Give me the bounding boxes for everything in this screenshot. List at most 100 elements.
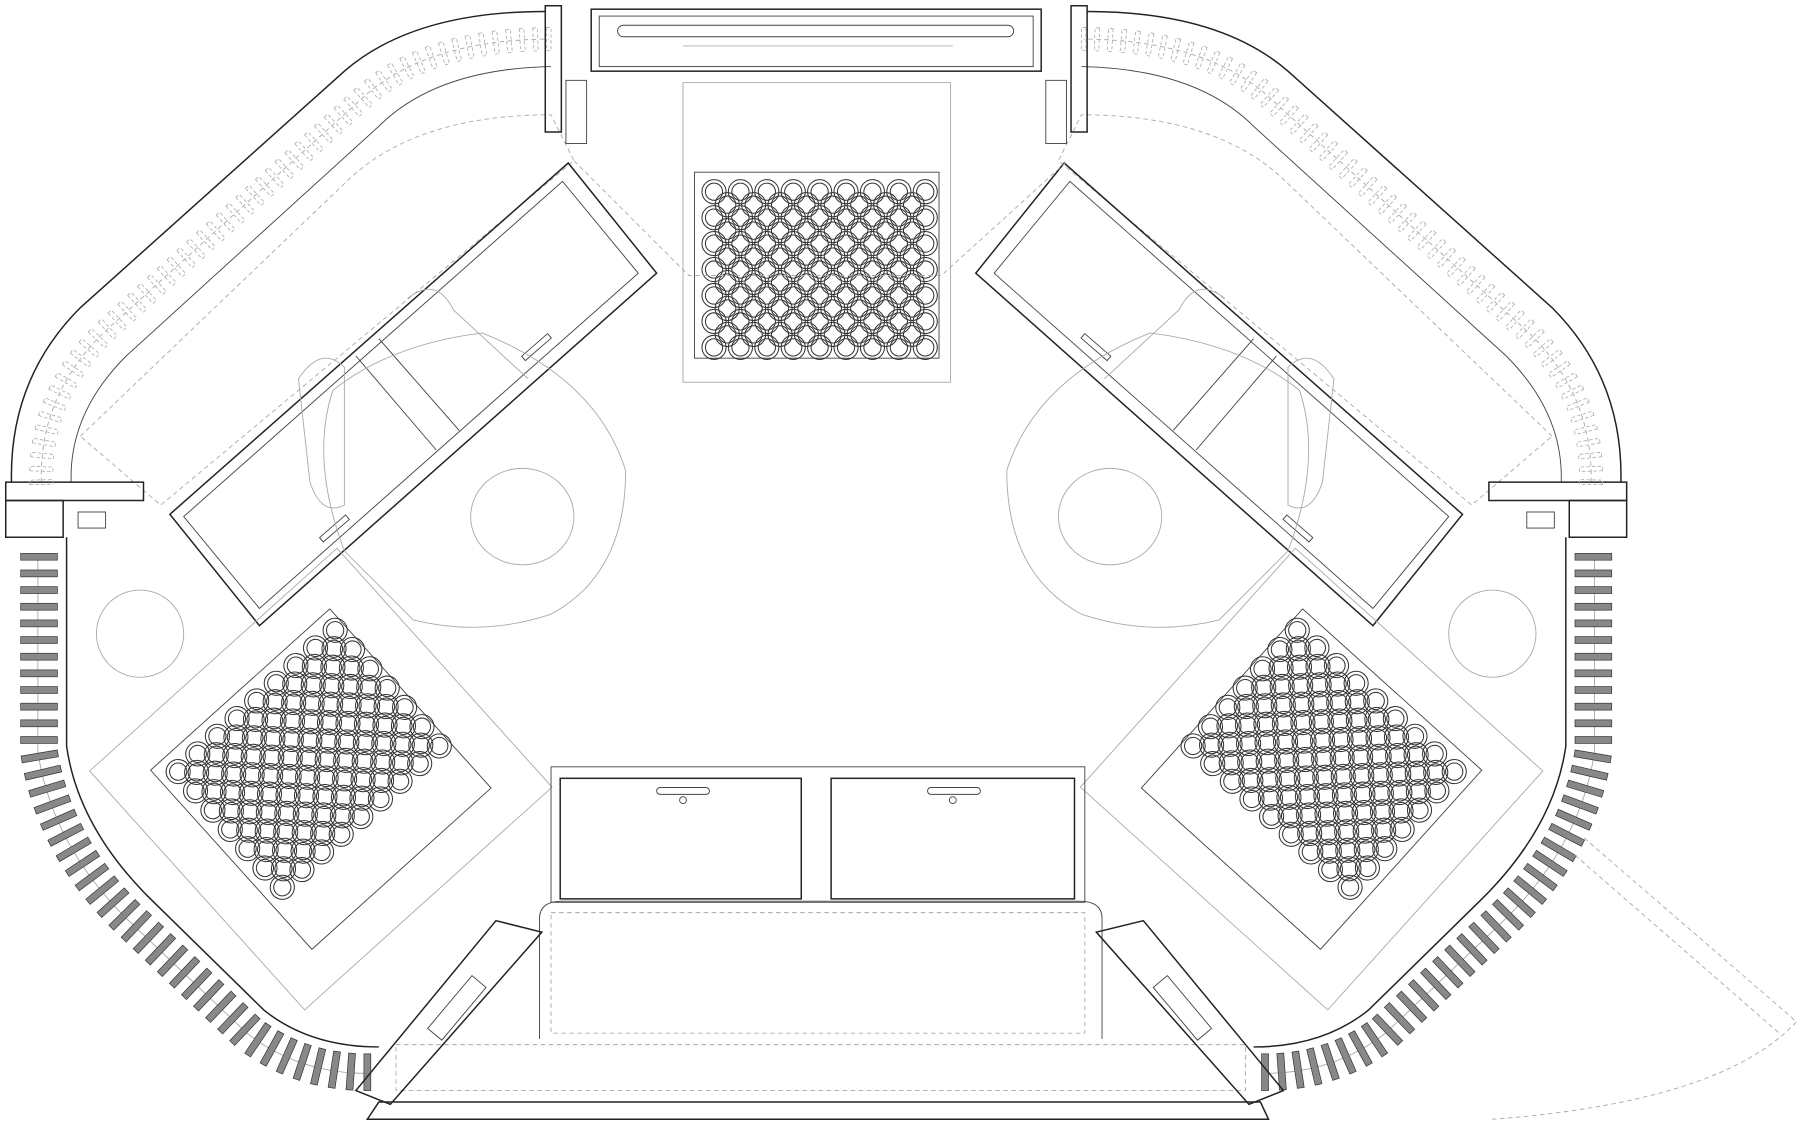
fan-cell (305, 657, 324, 676)
fan-cell (757, 338, 776, 357)
fan-cell (392, 694, 418, 720)
fan-cell (810, 182, 829, 201)
fan-cell (312, 842, 331, 862)
fan-cell (912, 334, 938, 360)
shell-slat (464, 34, 475, 59)
fan-cell (836, 182, 856, 201)
fan-cell (298, 709, 324, 735)
top-fan-panel (682, 82, 951, 383)
fan-cell (784, 182, 803, 201)
fan-cell (731, 208, 750, 227)
wall-slat (20, 652, 58, 661)
fan-cell (754, 308, 780, 334)
fan-cell (185, 741, 211, 767)
bottom-door-right (1094, 919, 1285, 1106)
fan-cell (239, 821, 258, 840)
fan-cell (372, 771, 391, 790)
fan-cell (863, 208, 882, 227)
fan-cell (339, 695, 359, 715)
fan-cell (744, 273, 763, 292)
fan-cell (810, 312, 829, 331)
fan-cell (784, 208, 803, 227)
fan-cell (285, 674, 304, 694)
fan-cell (784, 234, 803, 253)
side-sill (4, 481, 145, 502)
fan-cell (273, 819, 299, 845)
shell-slat (411, 50, 427, 75)
fan-cell (221, 761, 247, 787)
fan-cell (793, 243, 820, 270)
fan-cell (823, 273, 842, 292)
fan-cell (714, 192, 740, 218)
fan-cell (188, 744, 207, 764)
wall-slat (20, 719, 58, 728)
fan-cell (780, 231, 806, 257)
fan-cell (279, 708, 306, 734)
fan-cell (256, 840, 276, 859)
fan-cell (912, 231, 938, 257)
fan-cell (292, 801, 318, 827)
fan-cell (846, 321, 872, 347)
fan-cell (754, 179, 780, 205)
fan-cell (899, 243, 925, 270)
wall-slat (55, 836, 92, 863)
fan-cell (300, 731, 319, 750)
fan-cell (714, 243, 740, 270)
fan-cell (387, 768, 413, 794)
fan-cell (731, 234, 750, 253)
fan-cell (754, 334, 780, 360)
bench (539, 900, 1103, 1039)
fan-cell (277, 804, 296, 823)
wall-slat (144, 933, 177, 966)
chair-seat (470, 467, 575, 566)
fan-cell (322, 676, 341, 695)
fan-cell (252, 855, 278, 881)
fan-cell (744, 247, 763, 266)
wall-slat (180, 967, 213, 1000)
fan-cell (727, 179, 754, 205)
fan-cell (412, 717, 432, 736)
fan-cell (332, 766, 358, 792)
fan-cell (368, 767, 395, 794)
fan-cell (264, 711, 284, 730)
fan-cell (780, 179, 806, 205)
fan-cell (255, 800, 281, 826)
fan-cell (333, 806, 352, 825)
fan-cell (780, 256, 806, 283)
fan-cell (286, 656, 306, 675)
fan-lower-left (88, 547, 553, 1011)
fan-cell (744, 221, 763, 240)
fan-cell (339, 636, 366, 663)
fan-cell (820, 192, 846, 218)
fan-cell (336, 751, 355, 770)
fan-cell (757, 208, 776, 227)
fan-cell (714, 321, 740, 347)
fan-cell (859, 256, 886, 283)
fan-cell (371, 730, 397, 757)
fan-cell (833, 282, 859, 309)
fan-cell (263, 729, 283, 748)
fan-cell (326, 621, 345, 640)
fan-cell (301, 653, 327, 679)
fan-cell (237, 799, 263, 825)
shell-slat (29, 465, 54, 473)
fan-cell (793, 295, 820, 322)
shell-slat (87, 327, 109, 349)
fan-cell (207, 745, 226, 764)
fan-cell (282, 730, 301, 749)
fan-cell (203, 742, 229, 768)
fan-cell (767, 269, 793, 296)
fan-cell (291, 820, 317, 846)
fan-cell (223, 783, 242, 802)
top-shell-outer (10, 10, 546, 483)
fan-cell (289, 857, 315, 883)
wall-slat (310, 1047, 327, 1086)
fan-cell (350, 767, 376, 793)
fan-cell (807, 205, 833, 231)
fan-cell (701, 334, 727, 360)
fan-cell (334, 729, 360, 755)
wall-slat (20, 749, 59, 764)
fan-cell (312, 783, 338, 810)
fan-cell (263, 670, 289, 696)
fan-cell (718, 247, 737, 266)
